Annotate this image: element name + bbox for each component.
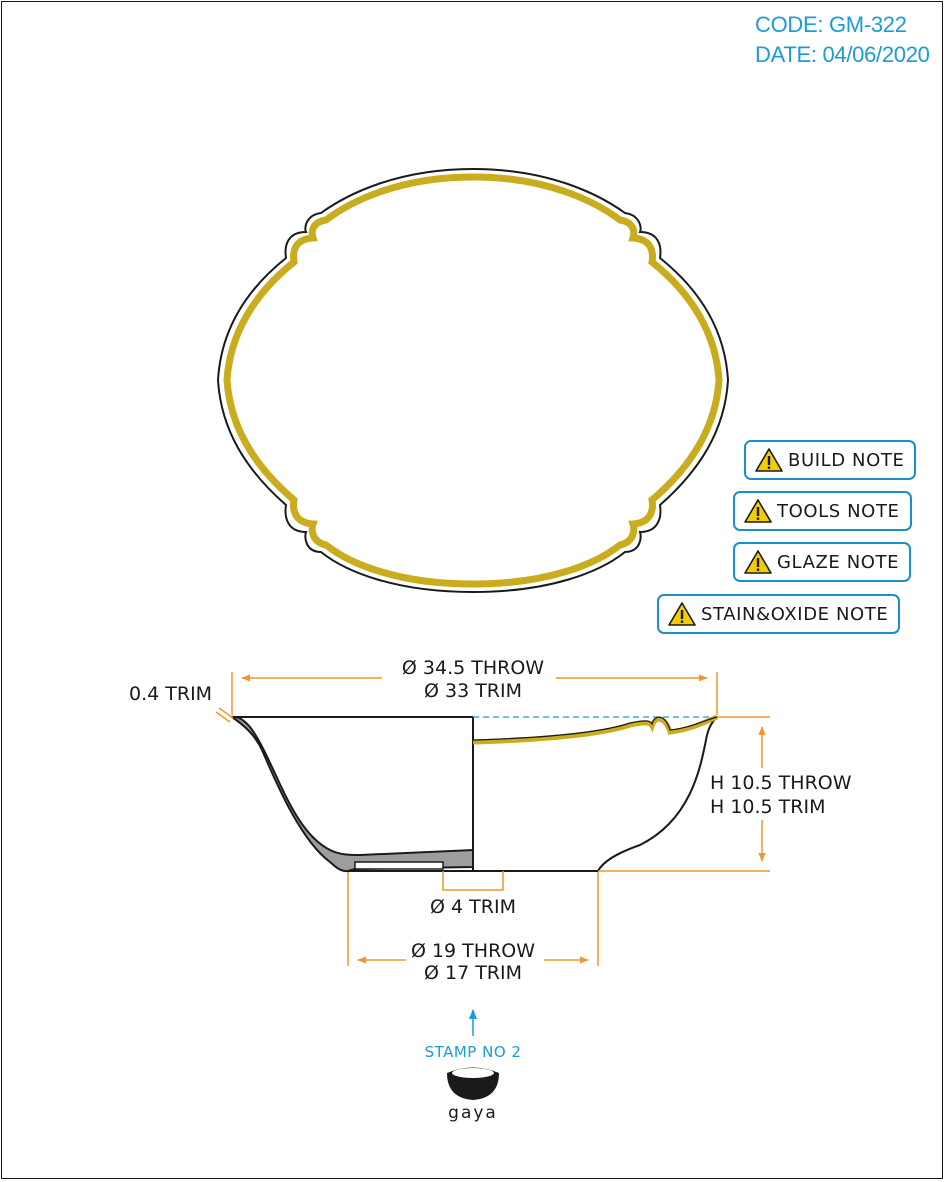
drawing-date: DATE: 04/06/2020 [755, 42, 930, 67]
product-code: CODE: GM-322 [755, 12, 907, 37]
warning-icon [744, 499, 772, 523]
warning-icon [744, 550, 772, 574]
stain-oxide-note-label: STAIN&OXIDE NOTE [701, 603, 889, 625]
glaze-note-label: GLAZE NOTE [777, 551, 900, 573]
title-block: CODE: GM-322 DATE: 04/06/2020 [755, 10, 930, 70]
build-note-button[interactable]: BUILD NOTE [744, 440, 917, 480]
tools-note-label: TOOLS NOTE [777, 500, 900, 522]
tools-note-button[interactable]: TOOLS NOTE [733, 491, 912, 531]
stain-oxide-note-button[interactable]: STAIN&OXIDE NOTE [657, 594, 901, 634]
build-note-label: BUILD NOTE [788, 449, 905, 471]
glaze-note-button[interactable]: GLAZE NOTE [733, 542, 912, 582]
warning-icon [755, 448, 783, 472]
warning-icon [668, 602, 696, 626]
